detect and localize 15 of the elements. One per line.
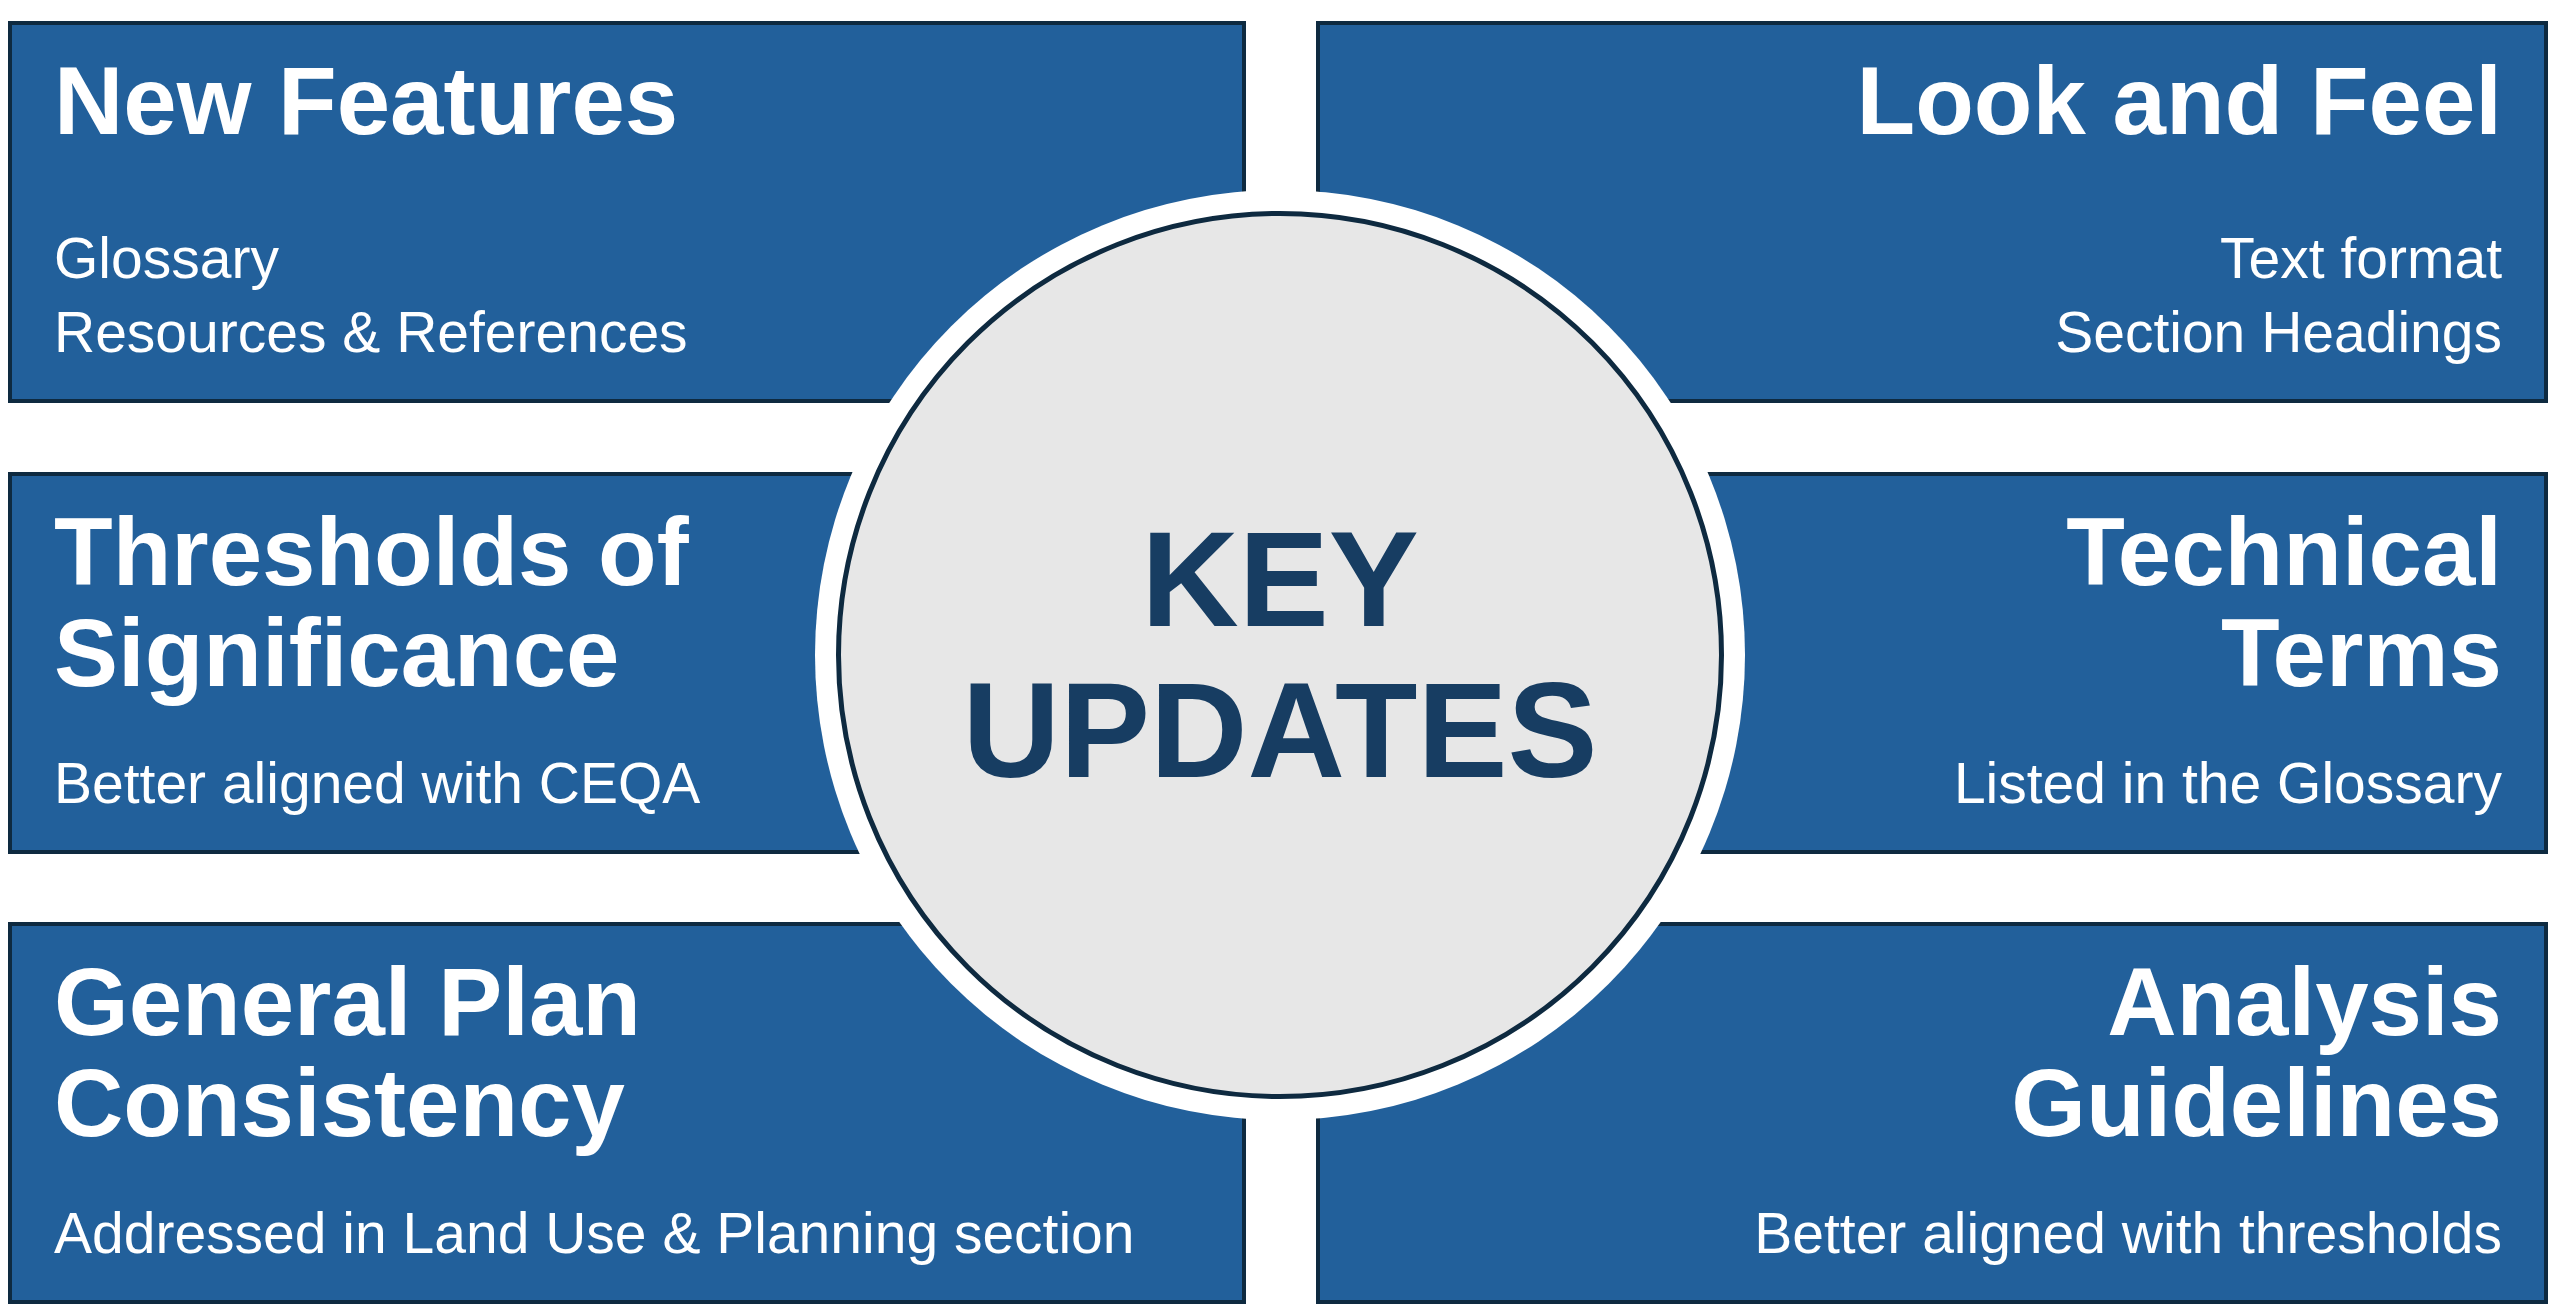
box-heading: Thresholds of Significance <box>54 502 690 704</box>
box-text: Listed in the Glossary <box>1953 749 2502 817</box>
box-text: Section Headings <box>2055 298 2502 366</box>
box-heading: General Plan Consistency <box>54 952 642 1154</box>
box-heading: New Features <box>54 51 679 152</box>
box-heading: Look and Feel <box>1856 51 2502 152</box>
box-text: Better aligned with thresholds <box>1754 1199 2502 1267</box>
box-text: Addressed in Land Use & Planning section <box>54 1199 1135 1267</box>
box-heading: Technical Terms <box>2065 502 2502 704</box>
box-heading: Analysis Guidelines <box>2010 952 2502 1154</box>
box-text: Better aligned with CEQA <box>54 749 701 817</box>
box-text: Glossary <box>54 224 280 292</box>
center-title: KEY UPDATES <box>961 503 1599 807</box>
box-text: Resources & References <box>54 298 688 366</box>
box-text: Text format <box>2220 224 2502 292</box>
